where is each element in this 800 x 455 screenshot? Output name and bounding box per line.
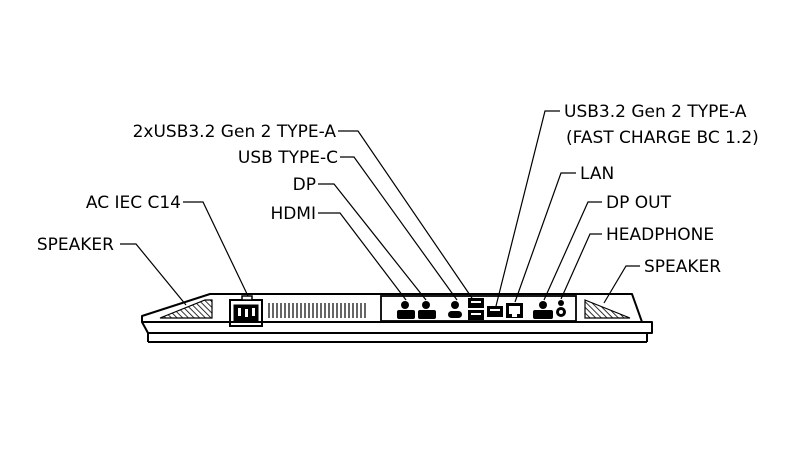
monitor-body [141, 293, 653, 343]
leader-lan [514, 172, 576, 303]
label-usb-type-c: USB TYPE-C [238, 148, 338, 168]
leader-dp-out [543, 201, 602, 301]
leader-lines [120, 110, 640, 307]
usb32-fast-charge-port [487, 306, 503, 317]
leader-usb-type-c [340, 156, 458, 301]
headphone-jack [556, 300, 566, 317]
leader-hdmi [318, 212, 407, 301]
label-usb32-right-line1: USB3.2 Gen 2 TYPE-A [564, 102, 747, 122]
lan-port [506, 303, 523, 318]
usb32-type-a-double-port [468, 298, 484, 320]
leader-speaker-left [120, 243, 187, 306]
label-lan: LAN [580, 164, 614, 184]
label-speaker-right: SPEAKER [644, 257, 721, 277]
left-vent [266, 303, 366, 318]
ac-iec-c14-port [229, 295, 263, 327]
label-usb32-right-line2: (FAST CHARGE BC 1.2) [566, 128, 759, 148]
label-headphone: HEADPHONE [606, 225, 714, 245]
usb-type-c-port [448, 301, 462, 318]
leader-usb32-left [338, 130, 473, 299]
io-panel [380, 295, 577, 322]
leader-speaker-right [603, 265, 640, 304]
leader-dp [318, 183, 427, 301]
right-speaker-grille [584, 299, 631, 319]
label-dp: DP [293, 175, 316, 195]
left-speaker-grille [159, 299, 213, 319]
hdmi-port [397, 301, 415, 319]
leader-headphone [560, 233, 602, 300]
leader-ac [183, 201, 249, 297]
label-usb32-left: 2xUSB3.2 Gen 2 TYPE-A [133, 122, 337, 142]
label-dp-out: DP OUT [606, 193, 672, 213]
label-hdmi: HDMI [270, 204, 316, 224]
dp-out-port [533, 301, 553, 319]
label-ac-iec-c14: AC IEC C14 [86, 193, 181, 213]
leader-usb32-right [495, 110, 560, 307]
dp-port [418, 301, 436, 319]
label-speaker-left: SPEAKER [37, 235, 114, 255]
